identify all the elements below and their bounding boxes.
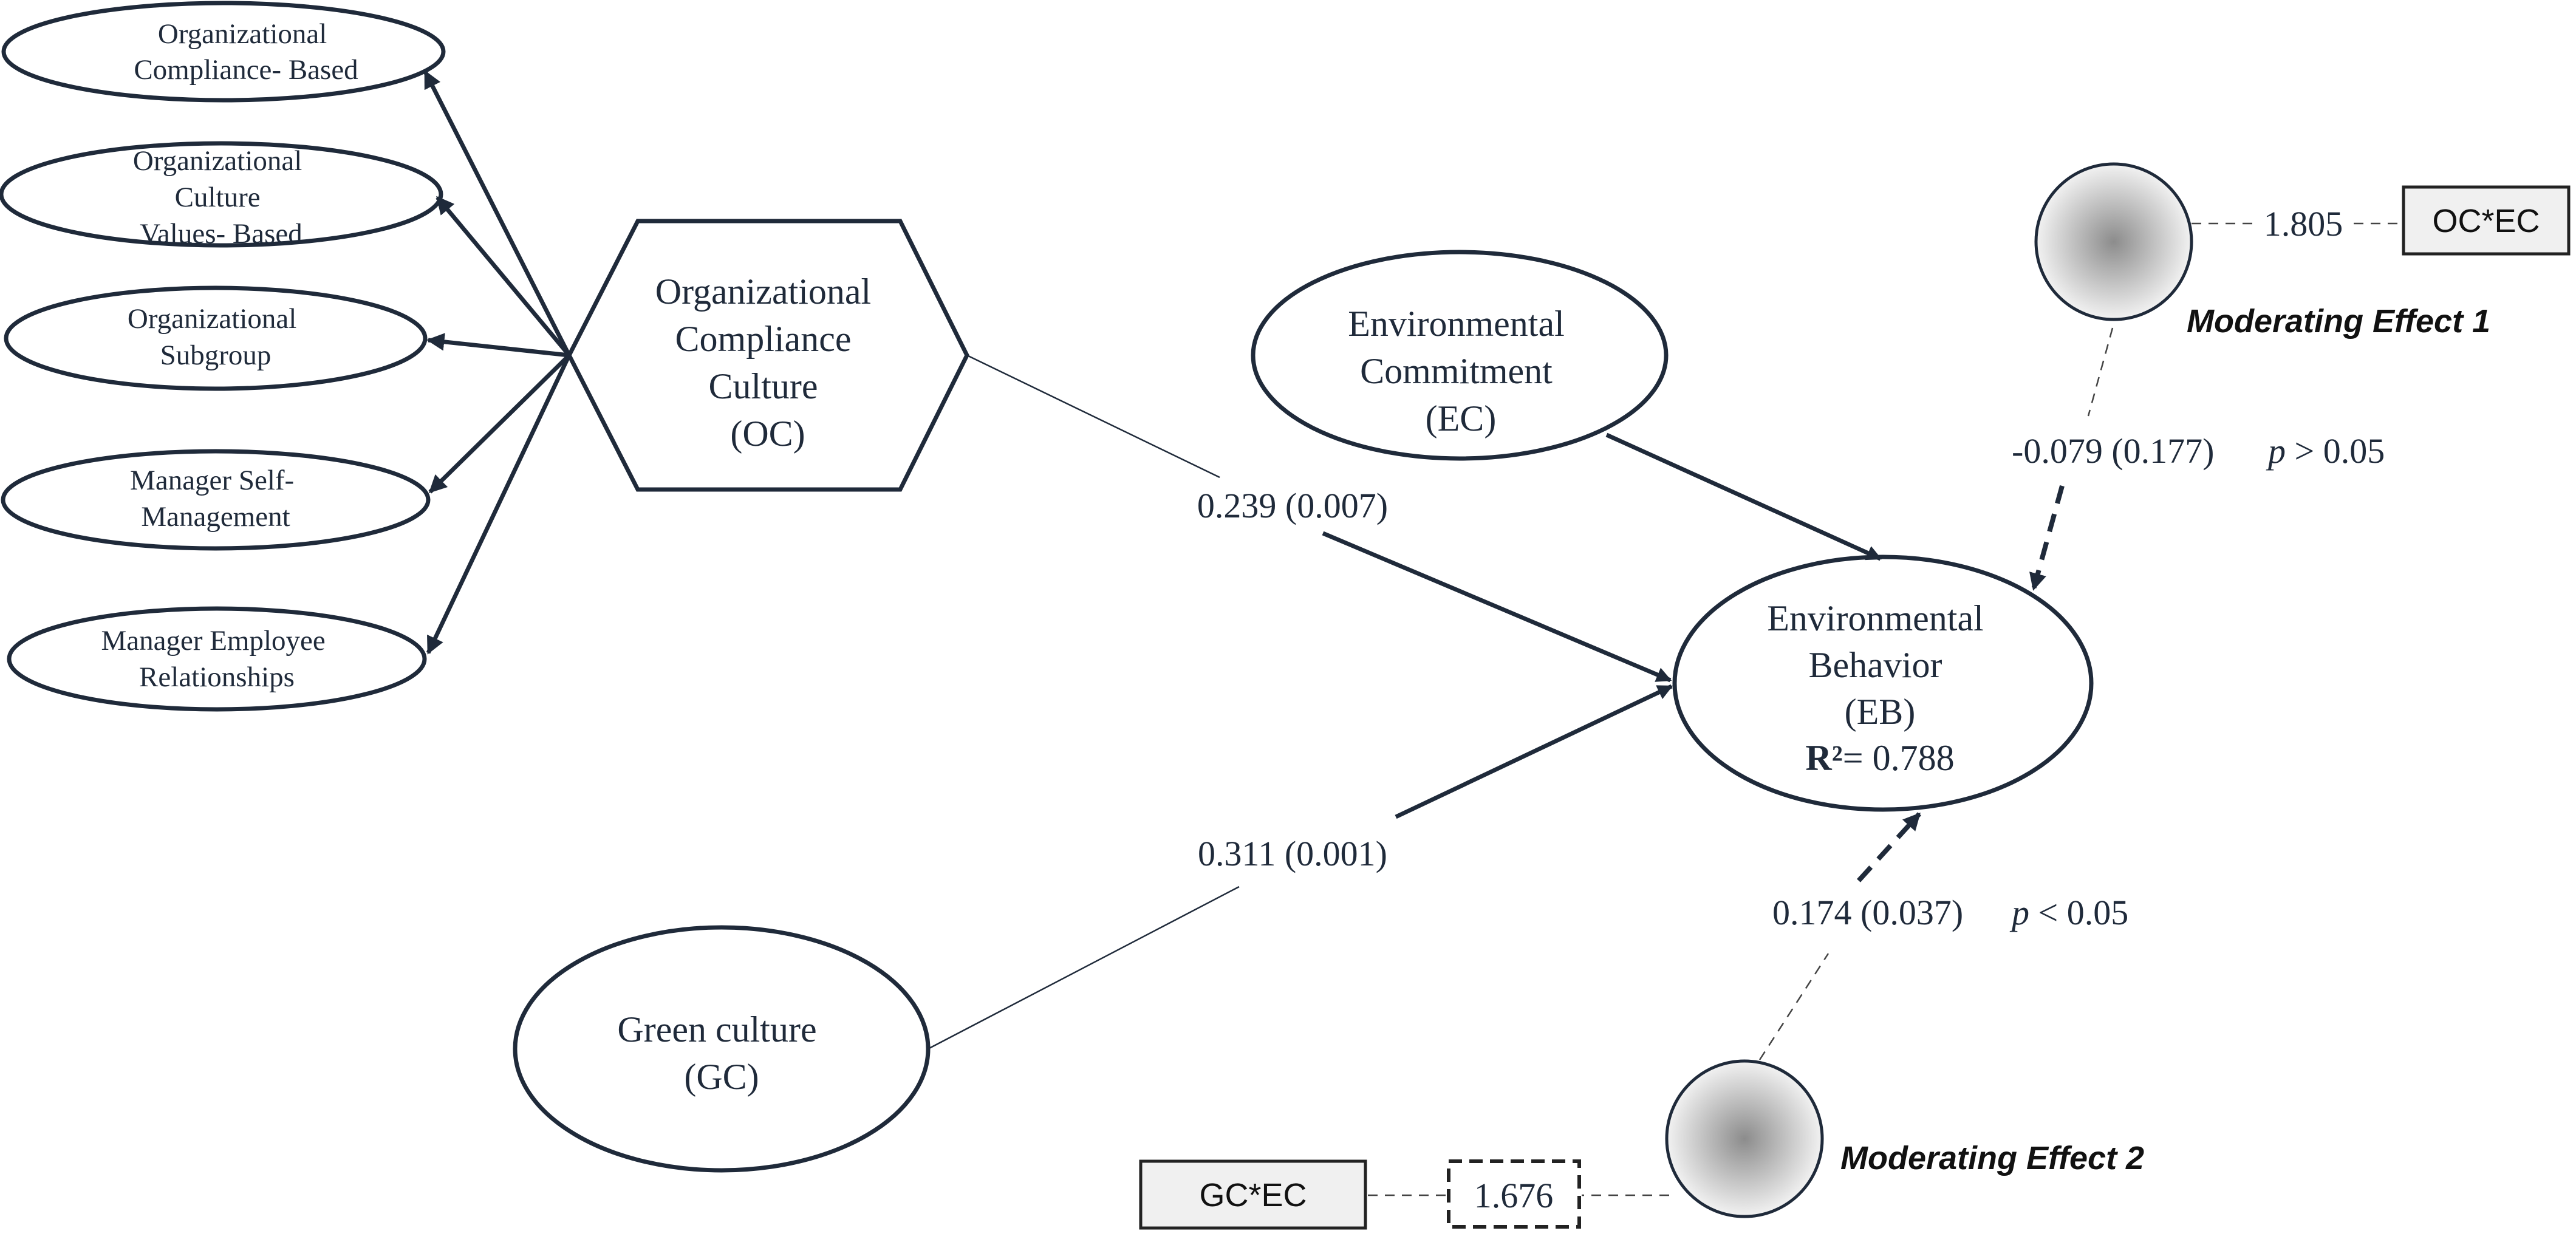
moderating-effect-1: 1.805 OC*EC Moderating Effect 1 -0.079 (… <box>2012 162 2571 591</box>
indicator-subgroup: Organizational Subgroup <box>4 285 428 391</box>
svg-text:Manager Self- Management: Manager Self- Management <box>130 465 301 533</box>
moderator-2-value: 1.676 <box>1474 1176 1554 1215</box>
construct-gc: Green culture (GC) <box>513 925 931 1173</box>
indicator-compliance-based: Organizational Compliance- Based <box>1 1 446 103</box>
svg-text:R²= 0.788: R²= 0.788 <box>1805 738 1954 778</box>
svg-text:Green culture (GC): Green culture (GC) <box>617 1009 825 1097</box>
oc-ec-box <box>2402 185 2571 256</box>
moderator-2-coefficient: 0.174 (0.037) <box>1772 893 1963 932</box>
path-gc-eb: 0.311 (0.001) <box>928 684 1673 1050</box>
svg-text:Organizational Complianc: Organizational Compliance Culture (OC) <box>655 271 880 454</box>
moderator-2-value-box <box>1447 1159 1581 1229</box>
moderator-1-coefficient: -0.079 (0.177) <box>2012 431 2214 471</box>
indicator-manager-self-management: Manager Self- Management <box>1 449 431 551</box>
moderating-effect-2: 1.676 GC*EC Moderating Effect 2 0.174 (0… <box>1139 812 2144 1230</box>
svg-text:Organizational Subgroup: Organizational Subgroup <box>128 303 304 371</box>
oc-ec-label: OC*EC <box>2432 203 2540 239</box>
construct-eb: Environmental Behavior (EB) R²= 0.788 <box>1672 554 2094 812</box>
moderator-2-node <box>1665 1059 1824 1218</box>
path-oc-eb: 0.239 (0.007) <box>966 354 1672 683</box>
moderator-1-node <box>2034 162 2193 321</box>
path-ec-eb <box>1605 432 1882 561</box>
indicator-culture-values-based: Organizational Culture Values- Based <box>0 141 443 250</box>
construct-oc: Organizational Compliance Culture (OC) <box>567 219 969 492</box>
path-gc-eb-coefficient: 0.311 (0.001) <box>1198 834 1387 873</box>
svg-text:Organizational Complianc: Organizational Compliance- Based <box>134 18 358 86</box>
svg-text:Environmental Commitment: Environmental Commitment (EC) <box>1348 304 1574 438</box>
construct-ec: Environmental Commitment (EC) <box>1251 250 1669 461</box>
path-oc-eb-coefficient: 0.239 (0.007) <box>1197 486 1388 525</box>
moderating-effect-2-label: Moderating Effect 2 <box>1840 1140 2144 1176</box>
indicator-manager-employee-relationships: Manager Employee Relationships <box>7 606 427 712</box>
gc-ec-label: GC*EC <box>1199 1177 1307 1213</box>
svg-text:Manager Employee Relatio: Manager Employee Relationships <box>101 625 332 693</box>
gc-ec-box <box>1139 1159 1367 1230</box>
svg-text:p > 0.05: p > 0.05 <box>2266 431 2385 471</box>
moderating-effect-1-label: Moderating Effect 1 <box>2187 303 2490 340</box>
svg-text:Environmental Behavior: Environmental Behavior (EB) <box>1767 598 1993 732</box>
svg-text:p < 0.05: p < 0.05 <box>2009 893 2128 932</box>
svg-text:Organizational Culture: Organizational Culture Values- Based <box>133 145 309 250</box>
moderator-1-value: 1.805 <box>2264 204 2343 244</box>
oc-indicator-arrows <box>423 70 572 655</box>
